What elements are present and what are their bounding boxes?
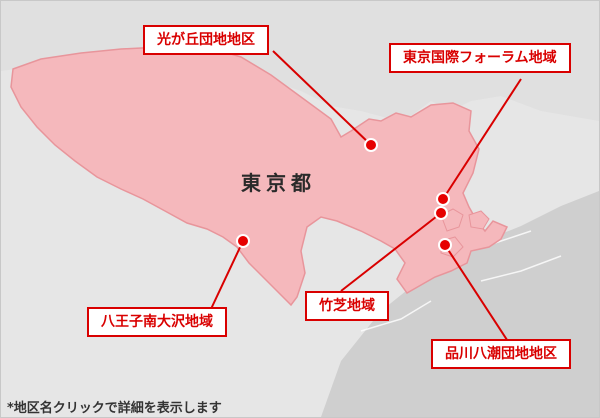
leader-line-shinagawa [444, 244, 510, 344]
leader-line-takeshiba [340, 212, 442, 292]
footnote: *地区名クリックで詳細を表示します [7, 401, 222, 416]
leader-line-tokyo-kokusai-forum [442, 78, 522, 200]
tokyo-metropolis-area [10, 44, 509, 307]
callout-takeshiba[interactable]: 竹芝地域 [305, 291, 389, 321]
marker-hikarigaoka[interactable] [364, 138, 378, 152]
marker-tokyo-kokusai-forum[interactable] [436, 192, 450, 206]
callout-hikarigaoka[interactable]: 光が丘団地地区 [143, 25, 269, 55]
bay-island [468, 210, 490, 230]
leader-line-hikarigaoka [272, 50, 372, 146]
marker-takeshiba[interactable] [434, 206, 448, 220]
marker-hachioji[interactable] [236, 234, 250, 248]
region-label: 東京都 [241, 171, 316, 195]
marker-shinagawa[interactable] [438, 238, 452, 252]
callout-shinagawa-yashio[interactable]: 品川八潮団地地区 [431, 339, 571, 369]
callout-tokyo-kokusai-forum[interactable]: 東京国際フォーラム地域 [389, 43, 571, 73]
leader-line-hachioji [210, 240, 244, 310]
callout-hachioji-minami-osawa[interactable]: 八王子南大沢地域 [87, 307, 227, 337]
